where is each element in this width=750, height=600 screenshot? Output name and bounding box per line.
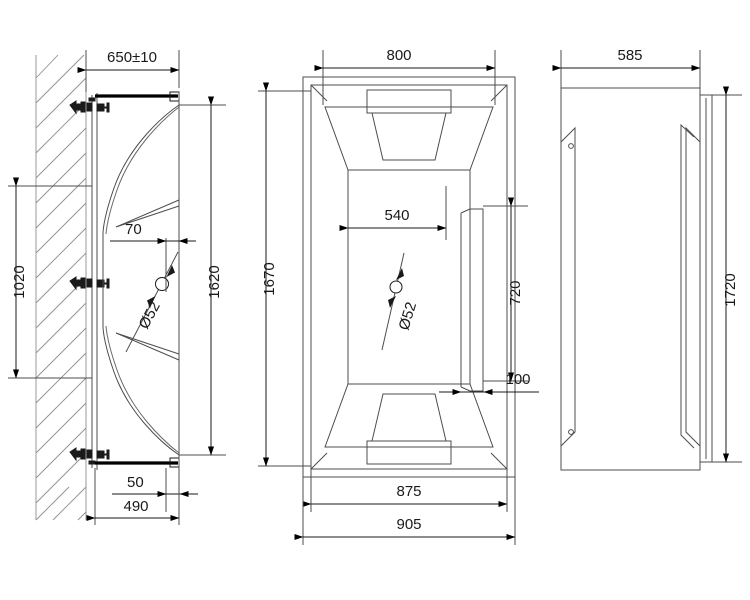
dim-720-label: 720 <box>507 280 524 305</box>
plan-headrest-top <box>366 89 452 114</box>
elevation-left-apron <box>560 126 576 447</box>
plan-footrest-bottom <box>366 440 452 465</box>
plan-right-ledge <box>470 208 484 392</box>
dim-70: 70 <box>110 221 196 292</box>
dim-50-label: 50 <box>127 474 144 491</box>
dim-1020-label: 1020 <box>11 265 28 298</box>
plan-top-slope <box>324 106 494 171</box>
dim-800-label: 800 <box>386 47 411 64</box>
dim-1020: 1020 <box>8 177 92 379</box>
dim-1620-label: 1620 <box>206 265 223 298</box>
dim-905-label: 905 <box>396 516 421 533</box>
elevation-hole-bottom <box>568 429 574 435</box>
dim-650-label: 650±10 <box>107 49 157 66</box>
plan-drain-label: Ø52 <box>396 300 421 332</box>
elevation-hole-top <box>568 143 574 149</box>
top-rail <box>95 91 180 102</box>
plan-chamfer-bl <box>310 452 328 470</box>
mounting-post <box>91 93 98 470</box>
dim-875: 875 <box>302 469 508 512</box>
right-front-elevation-view: 585 1720 <box>552 47 742 471</box>
dim-540: 540 <box>339 186 447 240</box>
dim-1670-label: 1670 <box>261 262 278 295</box>
dim-1720-label: 1720 <box>722 273 739 306</box>
dim-1720: 1720 <box>700 86 742 463</box>
lower-shelf-wedge <box>115 332 180 361</box>
plan-chamfer-tr <box>490 84 508 102</box>
wall-anchor-bracket-top <box>69 97 110 115</box>
plan-headrest-slope-top <box>371 112 447 161</box>
plan-ledge-notch-bottom <box>460 386 471 392</box>
wall-anchor-bracket-bottom <box>69 447 110 465</box>
dim-875-label: 875 <box>396 483 421 500</box>
plan-bottom-slope <box>324 383 494 448</box>
plan-chamfer-br <box>490 452 508 470</box>
middle-plan-view: Ø52 800 1670 540 720 <box>258 47 539 545</box>
dim-490: 490 <box>86 468 180 525</box>
left-side-section-view: Ø52 650±10 1020 1620 <box>8 49 226 525</box>
dim-1620: 1620 <box>179 96 226 456</box>
plan-bottom-flat <box>347 169 471 385</box>
elevation-outer-body <box>560 87 701 471</box>
plan-footrest-slope-bottom <box>371 393 447 442</box>
dim-70-label: 70 <box>125 221 142 238</box>
upper-inner-profile <box>102 104 180 233</box>
dim-650: 650±10 <box>77 49 180 92</box>
dim-540-label: 540 <box>384 207 409 224</box>
upper-inner-profile-2 <box>105 106 180 235</box>
wall-hatch <box>35 54 87 521</box>
plan-rim-rect <box>310 84 508 470</box>
dim-490-label: 490 <box>123 498 148 515</box>
dim-720: 720 <box>483 197 528 382</box>
left-drain-label: Ø52 <box>136 299 164 332</box>
lower-inner-profile <box>102 327 180 456</box>
dim-100-label: 100 <box>505 371 530 388</box>
elevation-right-apron <box>685 126 701 447</box>
drain-callout-left: Ø52 <box>125 251 179 353</box>
plan-ledge-notch-top <box>460 208 471 214</box>
plan-outer-rect <box>302 76 516 478</box>
lower-inner-profile-2 <box>105 325 180 454</box>
dim-905: 905 <box>294 477 516 545</box>
dim-100: 100 <box>439 371 539 396</box>
dim-585: 585 <box>552 47 701 88</box>
upper-shelf-wedge <box>115 199 180 228</box>
dim-800: 800 <box>314 47 496 105</box>
dim-50: 50 <box>112 468 198 512</box>
elevation-right-apron-2 <box>680 123 695 449</box>
dim-1670: 1670 <box>258 82 311 467</box>
wall-anchor-bracket-middle <box>69 276 110 291</box>
plan-chamfer-tl <box>310 84 328 102</box>
dim-585-label: 585 <box>617 47 642 64</box>
drain-callout-plan: Ø52 <box>381 252 421 351</box>
